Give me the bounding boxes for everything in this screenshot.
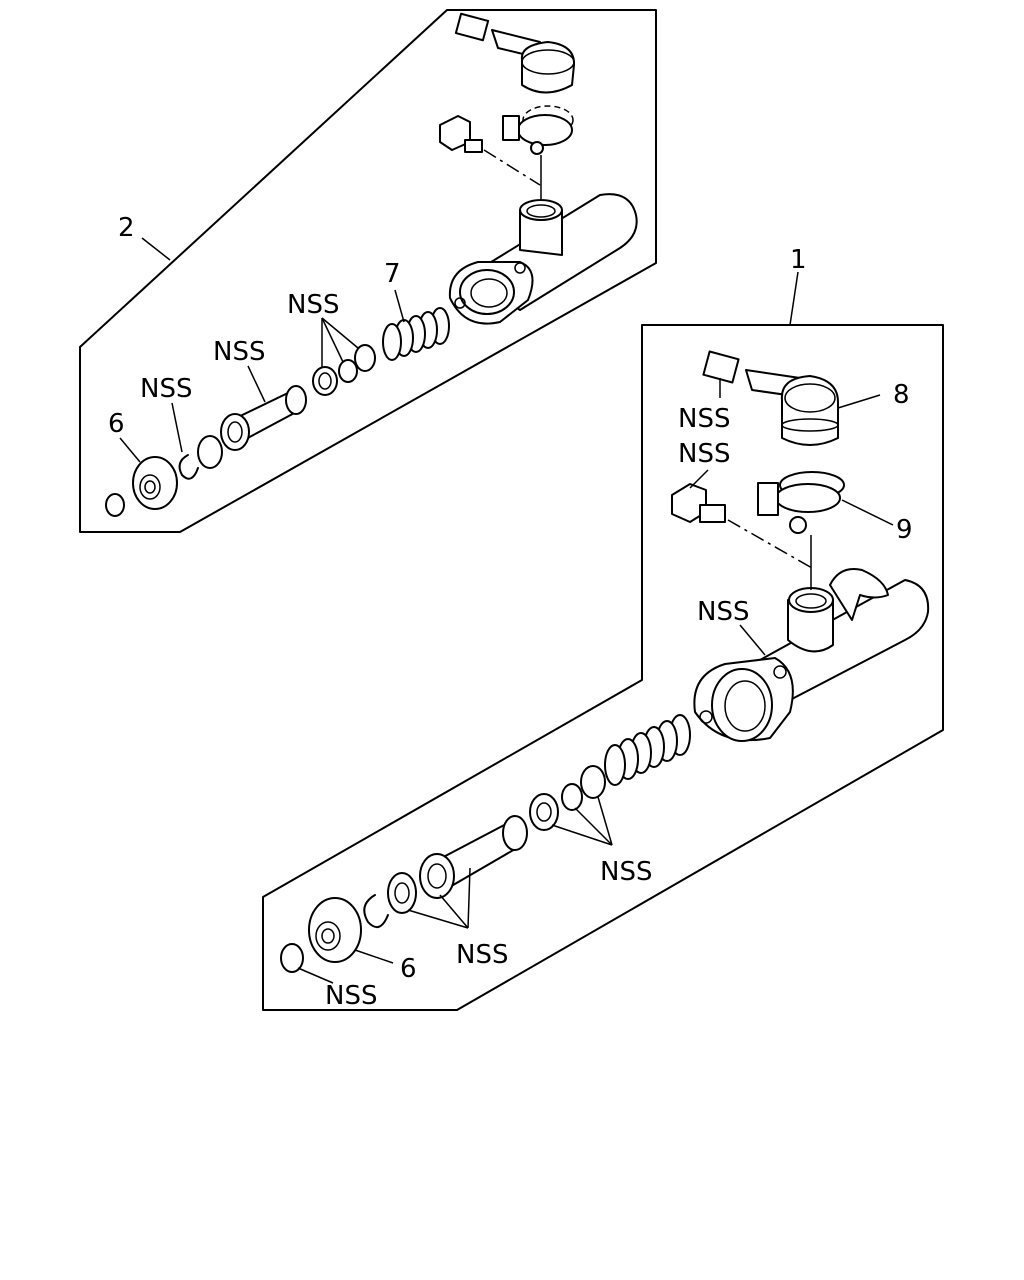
assembly-2-frame bbox=[79, 9, 657, 533]
ring-lower bbox=[387, 872, 417, 914]
label-nss-housing-lower: NSS bbox=[697, 597, 749, 627]
label-nss-pipe-lower: NSS bbox=[678, 404, 730, 434]
seal-a-upper bbox=[354, 344, 376, 372]
label-nss-snap-ring-upper: NSS bbox=[140, 374, 192, 404]
housing-lower bbox=[693, 568, 930, 742]
assembly-1-frame bbox=[262, 324, 944, 1011]
snap-ring-lower bbox=[363, 894, 389, 929]
housing-upper bbox=[448, 193, 638, 325]
pipe-fitting-upper bbox=[454, 12, 576, 94]
pipe-fitting-8 bbox=[702, 350, 839, 446]
seal-b-lower bbox=[561, 783, 583, 811]
seal-c-lower bbox=[529, 793, 559, 831]
spring-7 bbox=[382, 307, 450, 361]
label-9: 9 bbox=[896, 515, 913, 545]
label-6-lower: 6 bbox=[400, 954, 417, 984]
plug-lower bbox=[280, 943, 304, 973]
seal-b-upper bbox=[338, 359, 358, 383]
label-nss-seals-upper: NSS bbox=[287, 290, 339, 320]
seal-a-lower bbox=[580, 765, 606, 799]
label-assembly-1: 1 bbox=[790, 245, 807, 275]
snap-ring-upper bbox=[178, 454, 199, 480]
label-8: 8 bbox=[893, 380, 910, 410]
assembly-1-group: 1 8 9 NSS NSS NSS NSS NSS 6 NSS bbox=[262, 245, 944, 1011]
plug-upper bbox=[105, 493, 125, 517]
label-7: 7 bbox=[384, 259, 401, 289]
seal-c-upper bbox=[312, 366, 338, 396]
label-nss-piston-upper: NSS bbox=[213, 337, 265, 367]
spring-lower bbox=[604, 714, 691, 786]
clamp-9 bbox=[757, 471, 845, 534]
clamp-upper bbox=[502, 105, 574, 155]
ring-upper bbox=[197, 435, 223, 469]
label-6-upper: 6 bbox=[108, 409, 125, 439]
piston-upper bbox=[220, 385, 307, 451]
end-cap-6-upper bbox=[132, 456, 178, 510]
bleeder-upper bbox=[439, 115, 483, 153]
assembly-2-group: 2 7 NSS NSS NSS 6 bbox=[79, 9, 657, 533]
label-assembly-2: 2 bbox=[118, 213, 135, 243]
label-nss-piston-lower: NSS bbox=[456, 940, 508, 970]
piston-lower bbox=[419, 815, 528, 899]
bleeder-lower bbox=[671, 483, 726, 523]
label-nss-seals-lower: NSS bbox=[600, 857, 652, 887]
end-cap-6-lower bbox=[308, 897, 362, 963]
label-nss-plug-lower: NSS bbox=[325, 981, 377, 1011]
label-nss-bleeder-lower: NSS bbox=[678, 439, 730, 469]
